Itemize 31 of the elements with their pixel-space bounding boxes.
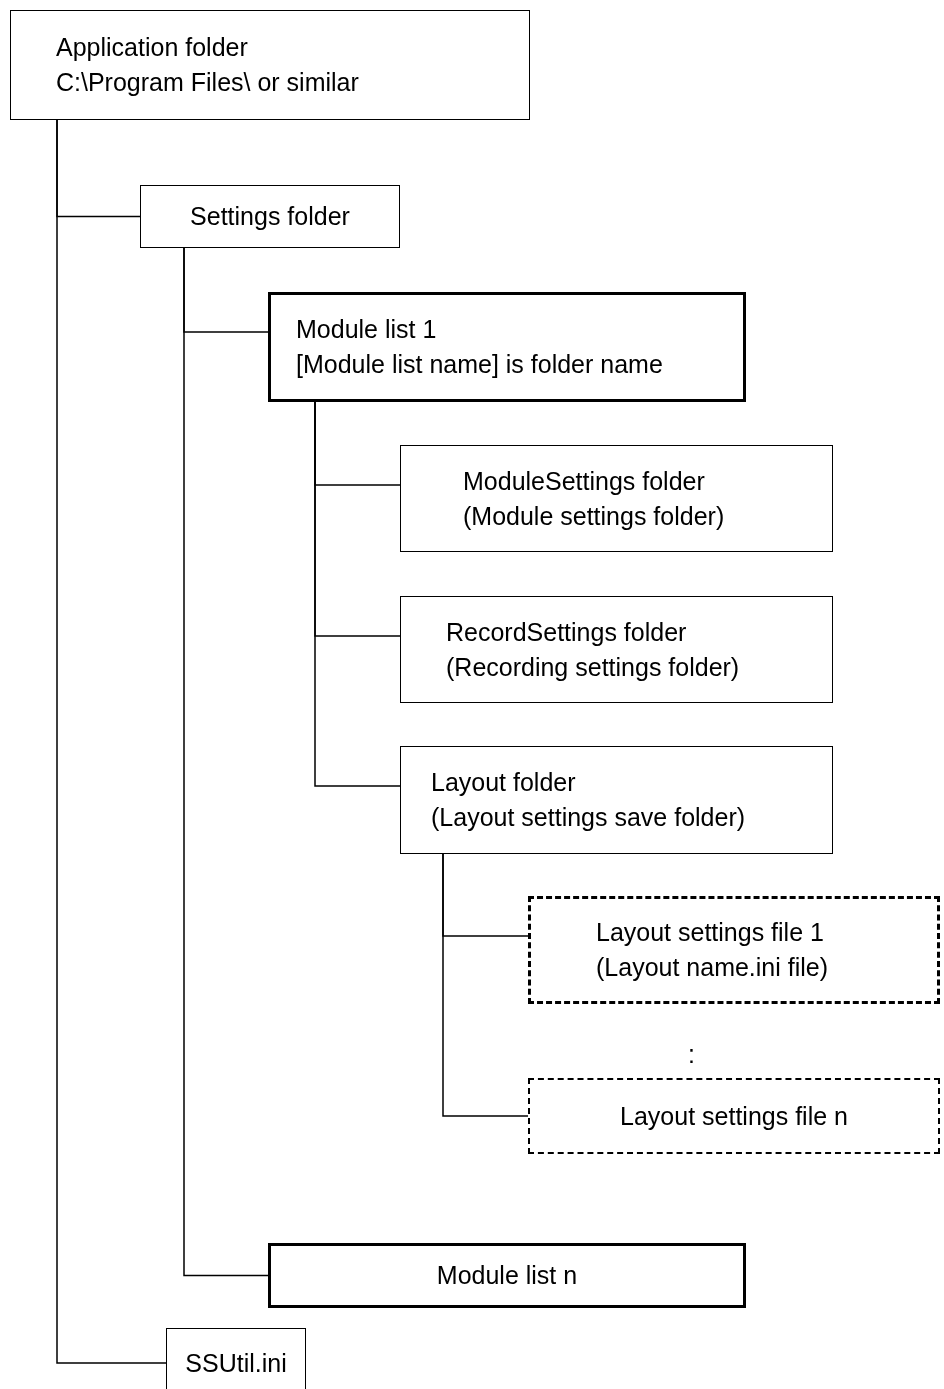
file-box (528, 1078, 940, 1154)
box-subtitle: (Module settings folder) (463, 500, 725, 532)
box-title: RecordSettings folder (446, 616, 687, 648)
box-title: SSUtil.ini (185, 1347, 287, 1379)
folder-box (400, 746, 833, 854)
connector-line (183, 247, 269, 1277)
box-title: Layout folder (431, 767, 576, 798)
folder-box (268, 1243, 746, 1308)
box-title: Module list 1 (296, 314, 437, 345)
box-subtitle: [Module list name] is folder name (296, 349, 663, 380)
folder-box (10, 10, 530, 120)
box-subtitle: (Layout settings save folder) (431, 802, 746, 833)
folder-box (400, 596, 833, 703)
connector-line (314, 401, 401, 787)
box-title: ModuleSettings folder (463, 465, 705, 497)
box-title: Layout settings file n (620, 1100, 848, 1132)
box-subtitle: (Layout name.ini file) (596, 952, 829, 983)
ellipsis-mark: : (688, 1040, 695, 1069)
folder-box (140, 185, 400, 248)
folder-box (400, 445, 833, 552)
folder-box (268, 292, 746, 402)
box-subtitle: (Recording settings folder) (446, 651, 740, 683)
box-subtitle: C:\Program Files\ or similar (56, 67, 359, 98)
box-title: Module list n (436, 1260, 578, 1291)
file-box (528, 896, 940, 1004)
connector-line (442, 853, 529, 1117)
box-title: Layout settings file 1 (596, 917, 824, 948)
folder-box (166, 1328, 306, 1389)
box-title: Settings folder (190, 201, 350, 232)
box-title: Application folder (56, 32, 248, 63)
connector-line (56, 119, 167, 1364)
